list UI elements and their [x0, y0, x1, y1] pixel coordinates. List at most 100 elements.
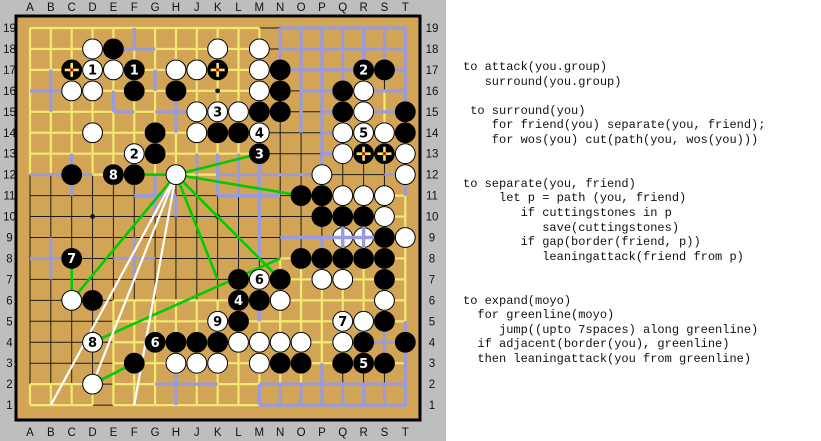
stone-C12[interactable] — [61, 164, 83, 186]
stone-K15[interactable]: 3 — [207, 101, 229, 123]
stone-R15[interactable] — [353, 101, 375, 123]
stone-O4[interactable] — [290, 331, 312, 353]
stone-J4[interactable] — [186, 331, 208, 353]
stone-D6[interactable] — [82, 289, 103, 311]
stone-H12[interactable] — [165, 164, 187, 186]
stone-S10[interactable] — [374, 206, 395, 227]
stone-S9[interactable] — [374, 227, 395, 248]
stone-J14[interactable] — [186, 122, 208, 144]
stone-N16[interactable] — [269, 80, 291, 102]
stone-T4[interactable] — [394, 331, 416, 353]
stone-R14[interactable]: 5 — [353, 122, 375, 144]
stone-K5[interactable]: 9 — [207, 310, 229, 332]
stone-R4[interactable] — [353, 331, 375, 353]
stone-F17[interactable]: 1 — [123, 59, 145, 81]
stone-Q13[interactable] — [332, 143, 354, 165]
stone-E17[interactable] — [103, 59, 124, 81]
stone-G14[interactable] — [144, 122, 166, 144]
stone-R16[interactable] — [353, 80, 375, 102]
stone-S7[interactable] — [374, 269, 395, 290]
stone-L6[interactable]: 4 — [228, 289, 249, 311]
stone-T13[interactable] — [394, 143, 416, 165]
stone-K18[interactable] — [207, 38, 229, 60]
stone-D14[interactable] — [82, 122, 103, 144]
stone-S5[interactable] — [374, 310, 395, 332]
stone-T15[interactable] — [394, 101, 416, 123]
stone-S17[interactable] — [374, 59, 395, 81]
stone-S13[interactable] — [374, 143, 395, 165]
stone-Q14[interactable] — [332, 122, 354, 144]
stone-M3[interactable] — [248, 352, 270, 374]
stone-D17[interactable]: 1 — [82, 59, 103, 81]
stone-N15[interactable] — [269, 101, 291, 123]
stone-M4[interactable] — [248, 331, 270, 353]
stone-L4[interactable] — [228, 331, 249, 353]
stone-O8[interactable] — [290, 248, 312, 269]
stone-N4[interactable] — [269, 331, 291, 353]
stone-P7[interactable] — [311, 269, 333, 290]
stone-D4[interactable]: 8 — [82, 331, 103, 353]
stone-Q11[interactable] — [332, 185, 354, 207]
stone-Q4[interactable] — [332, 331, 354, 353]
stone-P10[interactable] — [311, 206, 333, 227]
stone-F3[interactable] — [123, 352, 145, 374]
stone-L7[interactable] — [228, 269, 249, 290]
stone-R8[interactable] — [353, 248, 375, 269]
stone-E18[interactable] — [103, 38, 124, 60]
stone-C8[interactable]: 7 — [61, 248, 83, 269]
stone-Q3[interactable] — [332, 352, 354, 374]
stone-Q7[interactable] — [332, 269, 354, 290]
stone-K4[interactable] — [207, 331, 229, 353]
stone-N3[interactable] — [269, 352, 291, 374]
stone-S6[interactable] — [374, 289, 395, 311]
stone-L14[interactable] — [228, 122, 249, 144]
stone-J17[interactable] — [186, 59, 208, 81]
stone-M6[interactable] — [248, 289, 270, 311]
stone-C6[interactable] — [61, 289, 83, 311]
stone-H17[interactable] — [165, 59, 187, 81]
stone-R10[interactable] — [353, 206, 375, 227]
stone-R13[interactable] — [353, 143, 375, 165]
stone-O3[interactable] — [290, 352, 312, 374]
stone-Q16[interactable] — [332, 80, 354, 102]
stone-E12[interactable]: 8 — [103, 164, 124, 186]
stone-L15[interactable] — [228, 101, 249, 123]
stone-R3[interactable]: 5 — [353, 352, 375, 374]
stone-K14[interactable] — [207, 122, 229, 144]
stone-M15[interactable] — [248, 101, 270, 123]
stone-G4[interactable]: 6 — [144, 331, 166, 353]
stone-M7[interactable]: 6 — [248, 269, 270, 290]
stone-D18[interactable] — [82, 38, 103, 60]
stone-F13[interactable]: 2 — [123, 143, 145, 165]
stone-M13[interactable]: 3 — [248, 143, 270, 165]
stone-M18[interactable] — [248, 38, 270, 60]
stone-G13[interactable] — [144, 143, 166, 165]
stone-P11[interactable] — [311, 185, 333, 207]
stone-N7[interactable] — [269, 269, 291, 290]
stone-R9[interactable] — [352, 226, 375, 249]
stone-T9[interactable] — [394, 227, 416, 248]
stone-K17[interactable] — [207, 59, 229, 81]
stone-M16[interactable] — [248, 80, 270, 102]
stone-K3[interactable] — [207, 352, 229, 374]
stone-S14[interactable] — [374, 122, 395, 144]
stone-P12[interactable] — [311, 164, 333, 186]
stone-P8[interactable] — [311, 248, 333, 269]
stone-R17[interactable]: 2 — [353, 59, 375, 81]
stone-N6[interactable] — [269, 289, 291, 311]
stone-F12[interactable] — [123, 164, 145, 186]
stone-N17[interactable] — [269, 59, 291, 81]
stone-T14[interactable] — [394, 122, 416, 144]
stone-H4[interactable] — [165, 331, 187, 353]
stone-M17[interactable] — [248, 59, 270, 81]
stone-H3[interactable] — [165, 352, 187, 374]
stone-D2[interactable] — [82, 373, 103, 395]
stone-S3[interactable] — [374, 352, 395, 374]
stone-S8[interactable] — [374, 248, 395, 269]
stone-Q9[interactable] — [331, 226, 354, 249]
stone-S11[interactable] — [374, 185, 395, 207]
stone-C17[interactable] — [61, 59, 83, 81]
stone-T12[interactable] — [394, 164, 416, 186]
stone-Q5[interactable]: 7 — [332, 310, 354, 332]
